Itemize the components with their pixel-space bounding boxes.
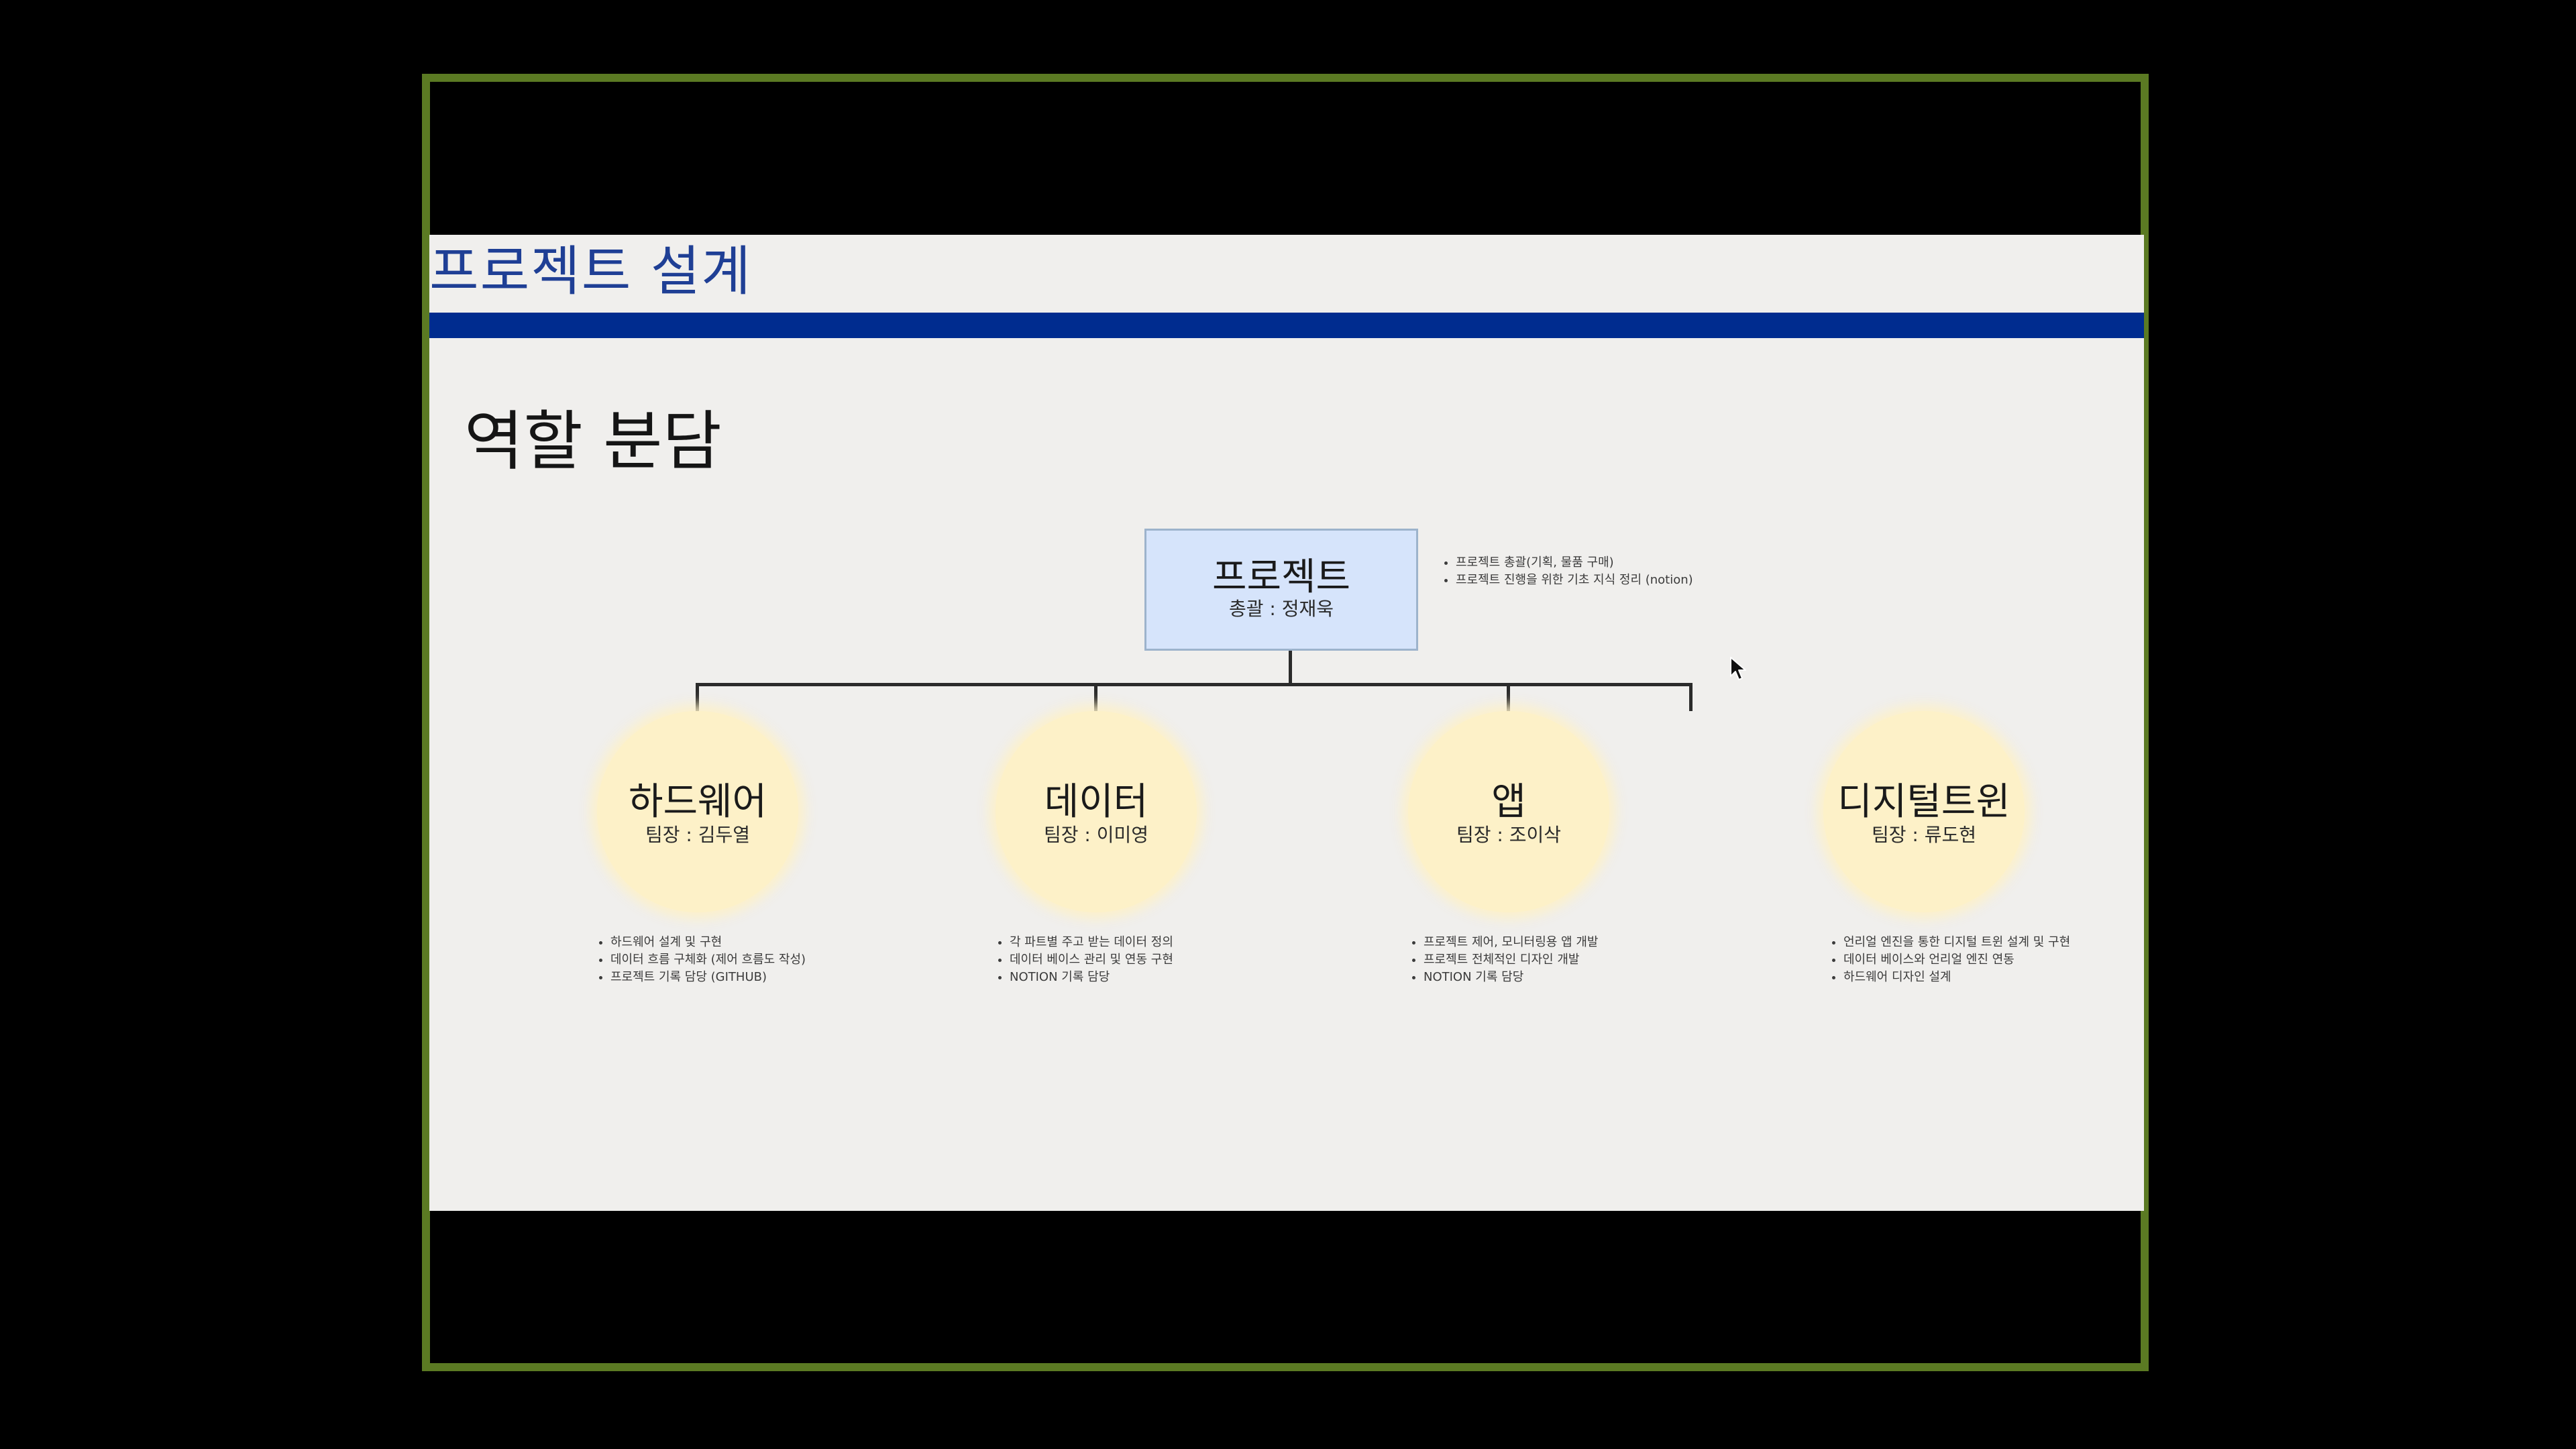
presentation-slide: 프로젝트 설계 역할 분담 프로젝트 총괄 : 정재욱 프로젝트 총괄(기획, …	[429, 235, 2144, 1211]
team-note: 데이터 베이스와 언리얼 엔진 연동	[1843, 951, 2085, 969]
root-note: 프로젝트 진행을 위한 기초 지식 정리 (notion)	[1456, 572, 1697, 589]
slide-header-bar	[429, 313, 2144, 338]
team-note: 프로젝트 전체적인 디자인 개발	[1424, 951, 1678, 969]
team-note: 하드웨어 설계 및 구현	[610, 934, 865, 951]
team-connector-digital-twin	[1689, 683, 1693, 711]
team-node-title: 디지털트윈	[1837, 780, 2010, 824]
root-node-notes: 프로젝트 총괄(기획, 물품 구매) 프로젝트 진행을 위한 기초 지식 정리 …	[1441, 554, 1697, 589]
team-connector-data	[1094, 683, 1097, 711]
team-note: 프로젝트 제어, 모니터링용 앱 개발	[1424, 934, 1678, 951]
team-note: NOTION 기록 담당	[1424, 969, 1678, 986]
team-node-hardware: 하드웨어 팀장 : 김두열	[597, 711, 798, 912]
root-node-project: 프로젝트 총괄 : 정재욱	[1144, 529, 1418, 651]
team-node-title: 데이터	[1044, 780, 1148, 824]
horizontal-connector-line	[696, 683, 1693, 686]
team-node-title: 앱	[1491, 780, 1526, 824]
team-node-lead: 팀장 : 김두열	[645, 824, 751, 846]
team-note: 각 파트별 주고 받는 데이터 정의	[1010, 934, 1265, 951]
team-node-data: 데이터 팀장 : 이미영	[996, 711, 1197, 912]
team-node-app: 앱 팀장 : 조이삭	[1408, 711, 1609, 912]
root-node-title: 프로젝트	[1212, 555, 1351, 599]
team-note: 하드웨어 디자인 설계	[1843, 969, 2085, 986]
team-note: NOTION 기록 담당	[1010, 969, 1265, 986]
team-note: 프로젝트 기록 담당 (GITHUB)	[610, 969, 865, 986]
team-node-lead: 팀장 : 이미영	[1043, 824, 1149, 846]
team-connector-app	[1507, 683, 1510, 711]
team-note: 데이터 흐름 구체화 (제어 흐름도 작성)	[610, 951, 865, 969]
slide-heading: 역할 분담	[464, 404, 722, 479]
team-notes-app: 프로젝트 제어, 모니터링용 앱 개발 프로젝트 전체적인 디자인 개발 NOT…	[1409, 934, 1678, 986]
team-connector-hardware	[696, 683, 699, 711]
team-node-lead: 팀장 : 류도현	[1871, 824, 1977, 846]
slide-header-title: 프로젝트 설계	[429, 240, 753, 303]
root-node-lead: 총괄 : 정재욱	[1228, 598, 1334, 620]
root-connector-line	[1289, 651, 1292, 684]
root-note: 프로젝트 총괄(기획, 물품 구매)	[1456, 554, 1697, 572]
team-note: 언리얼 엔진을 통한 디지털 트윈 설계 및 구현	[1843, 934, 2085, 951]
team-node-title: 하드웨어	[628, 780, 767, 824]
team-node-digital-twin: 디지털트윈 팀장 : 류도현	[1823, 711, 2025, 912]
team-note: 데이터 베이스 관리 및 연동 구현	[1010, 951, 1265, 969]
team-notes-hardware: 하드웨어 설계 및 구현 데이터 흐름 구체화 (제어 흐름도 작성) 프로젝트…	[596, 934, 865, 986]
team-notes-data: 각 파트별 주고 받는 데이터 정의 데이터 베이스 관리 및 연동 구현 NO…	[995, 934, 1265, 986]
team-node-lead: 팀장 : 조이삭	[1456, 824, 1562, 846]
team-notes-digital-twin: 언리얼 엔진을 통한 디지털 트윈 설계 및 구현 데이터 베이스와 언리얼 엔…	[1829, 934, 2085, 986]
mouse-pointer-icon	[1730, 657, 1746, 680]
